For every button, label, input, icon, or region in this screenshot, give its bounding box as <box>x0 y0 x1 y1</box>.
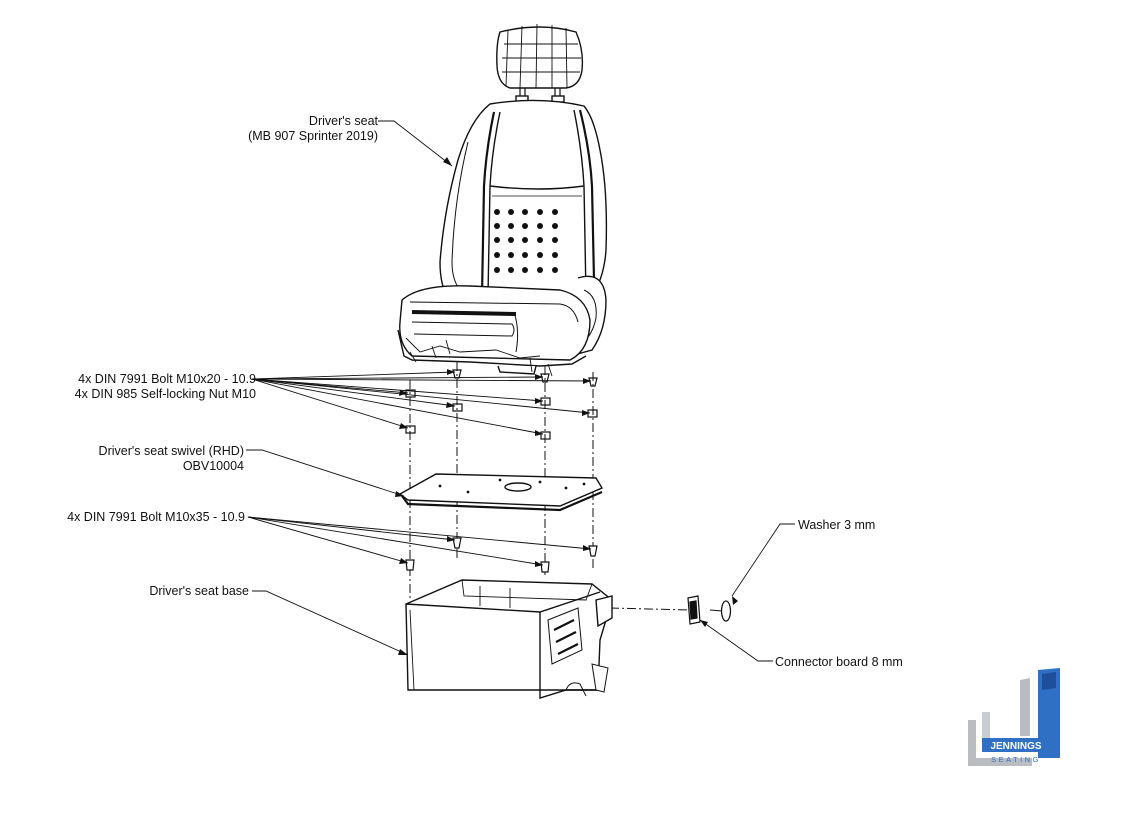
label-nuts-m10: 4x DIN 985 Self-locking Nut M10 <box>74 387 256 401</box>
label-bolts-nuts-m10x20: 4x DIN 7991 Bolt M10x20 - 10.9 4x DIN 98… <box>75 372 256 402</box>
label-seat-swivel-line1: Driver's seat swivel (RHD) <box>98 444 244 458</box>
logo-brand-text: JENNINGS <box>990 741 1041 752</box>
seat-swivel <box>398 473 604 512</box>
jennings-seating-logo: JENNINGS SEATING <box>968 668 1060 766</box>
label-seat-swivel: Driver's seat swivel (RHD) OBV10004 <box>99 444 244 474</box>
leader-lines <box>246 120 795 662</box>
perforation-holes <box>494 209 558 273</box>
label-seat-swivel-line2: OBV10004 <box>182 459 244 473</box>
label-drivers-seat-line1: Driver's seat <box>308 114 378 128</box>
bolts-layer2 <box>405 537 598 573</box>
label-bolts-m10x35: 4x DIN 7991 Bolt M10x35 - 10.9 <box>67 510 245 524</box>
seat-base <box>405 579 613 699</box>
headrest <box>496 23 584 103</box>
label-drivers-seat-line2: (MB 907 Sprinter 2019) <box>248 129 378 143</box>
driver-seat <box>397 99 608 377</box>
label-seat-base: Driver's seat base <box>149 584 249 598</box>
arrowheads <box>395 157 738 655</box>
label-bolts-m10x20: 4x DIN 7991 Bolt M10x20 - 10.9 <box>78 372 256 386</box>
label-drivers-seat: Driver's seat (MB 907 Sprinter 2019) <box>248 114 378 144</box>
connector-board <box>687 595 701 625</box>
label-connector-board: Connector board 8 mm <box>775 655 903 669</box>
label-washer: Washer 3 mm <box>798 518 876 532</box>
logo-tagline-text: SEATING <box>991 755 1041 764</box>
washer <box>709 600 732 622</box>
